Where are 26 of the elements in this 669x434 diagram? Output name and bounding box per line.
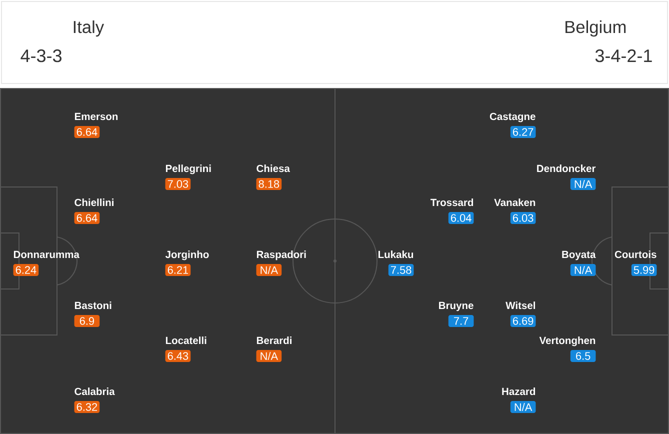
formation: 3-4-2-1 <box>595 49 652 62</box>
player-name: Raspadori <box>256 250 306 260</box>
player-name: Berardi <box>256 336 292 344</box>
player-name: Bruyne <box>439 302 474 312</box>
player-name: Vanaken <box>494 198 536 206</box>
player-name: Courtois <box>614 250 656 258</box>
player-name: Boyata <box>562 250 596 260</box>
formation: 4-3-3 <box>20 49 62 62</box>
team-name: Belgium <box>566 20 626 37</box>
player-name: Hazard <box>502 388 536 396</box>
player-name: Calabria <box>74 388 115 396</box>
team-name: Italy <box>74 20 104 37</box>
player-name: Dendoncker <box>537 164 596 172</box>
player-name: Locatelli <box>166 336 206 344</box>
player-name: Witsel <box>506 302 536 310</box>
player-name: Donnarumma <box>14 250 80 258</box>
player-name: Emerson <box>74 112 118 120</box>
player-name: Pellegrini <box>166 164 211 174</box>
player-name: Chiesa <box>256 164 290 172</box>
player-name: Bastoni <box>74 302 112 310</box>
player-name: Trossard <box>430 198 474 206</box>
player-name: Jorginho <box>165 250 209 260</box>
player-name: Chiellini <box>74 198 114 206</box>
player-name: Vertonghen <box>539 336 596 346</box>
player-name: Castagne <box>490 112 536 122</box>
player-name: Lukaku <box>378 250 414 258</box>
